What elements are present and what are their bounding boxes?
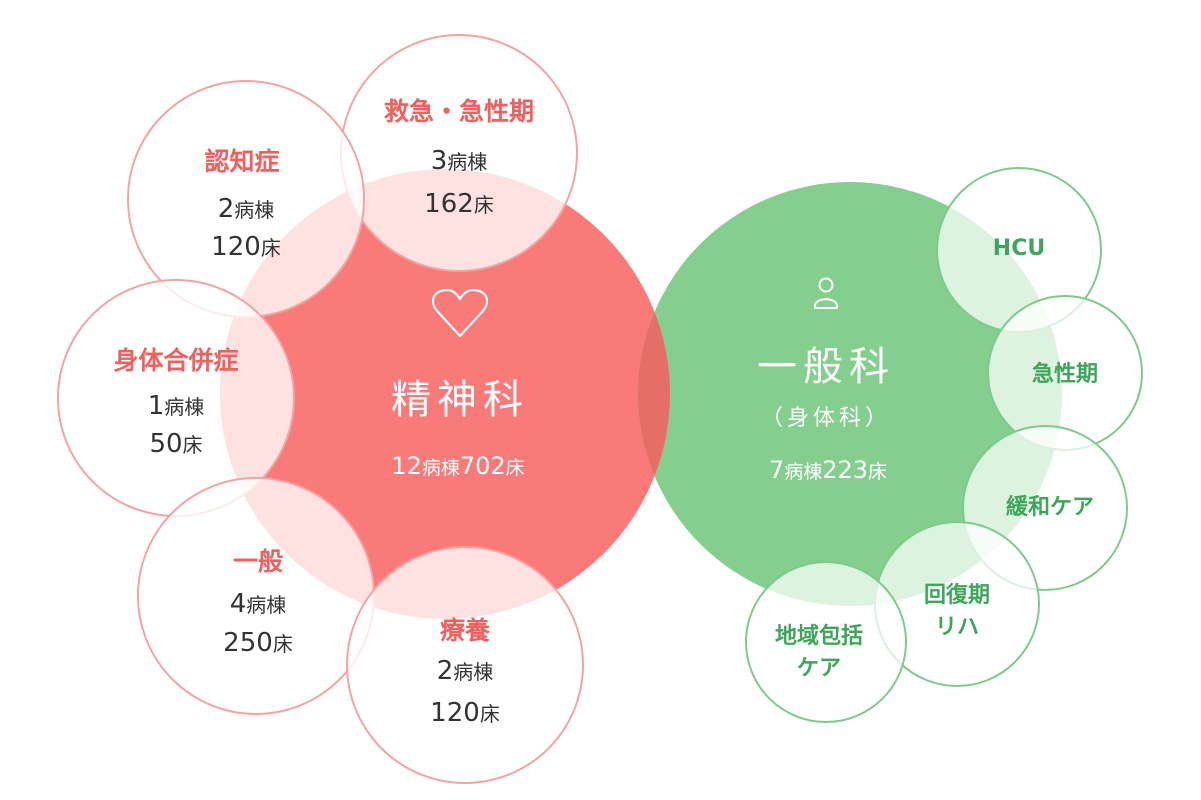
general-stats: 7病棟223床: [769, 456, 887, 484]
unit-beds-unit: 床: [473, 193, 494, 217]
unit-beds-value: 120: [430, 698, 480, 728]
unit-beds: 250床: [223, 628, 293, 658]
unit-wards-value: 3: [430, 146, 448, 176]
general-beds-unit: 床: [868, 461, 888, 483]
general-subtitle: （身体科）: [760, 406, 892, 431]
unit-wards-unit: 病棟: [234, 198, 275, 222]
unit-beds-value: 50: [149, 429, 183, 459]
unit-wards-value: 2: [217, 194, 235, 224]
person-icon: [814, 277, 838, 309]
unit-title: 救急・急性期: [383, 97, 535, 126]
gen-unit-label: HCU: [993, 233, 1045, 265]
unit-wards: 4病棟: [230, 589, 287, 619]
unit-wards: 2病棟: [218, 194, 275, 224]
gen-unit-line1: 急性期: [1031, 362, 1099, 387]
unit-wards-unit: 病棟: [164, 395, 205, 419]
psychiatry-title: 精神科: [391, 377, 529, 423]
sat-circle-community: [745, 561, 907, 723]
gen-unit-label: 回復期リハ: [924, 580, 990, 644]
unit-title: 一般: [232, 547, 284, 576]
psychiatry-beds: 702: [459, 452, 506, 480]
unit-beds-unit: 床: [272, 632, 293, 656]
general-satellites: [745, 167, 1143, 723]
unit-beds-unit: 床: [479, 702, 500, 726]
unit-wards: 1病棟: [148, 391, 205, 421]
unit-wards-unit: 病棟: [453, 660, 494, 684]
unit-beds-unit: 床: [260, 236, 281, 260]
unit-beds: 50床: [149, 429, 202, 459]
psychiatry-stats: 12病棟702床: [391, 452, 524, 480]
unit-beds: 120床: [211, 232, 281, 262]
gen-unit-line1: 回復期: [923, 583, 991, 608]
unit-wards-value: 1: [147, 391, 165, 421]
gen-unit-label: 地域包括ケア: [775, 621, 863, 685]
unit-title: 身体合併症: [113, 346, 239, 375]
gen-unit-line1: 地域包括: [774, 624, 864, 649]
unit-beds-value: 120: [211, 232, 261, 262]
unit-wards: 3病棟: [431, 146, 488, 176]
unit-beds: 162床: [424, 189, 494, 219]
psychiatry-wards: 12: [391, 452, 422, 480]
psychiatry-wards-unit: 病棟: [421, 457, 460, 479]
unit-wards-unit: 病棟: [246, 593, 287, 617]
psychiatry-beds-unit: 床: [505, 457, 525, 479]
gen-unit-line2: ケア: [796, 656, 842, 681]
general-beds: 223: [822, 456, 869, 484]
gen-unit-label: 緩和ケア: [1006, 492, 1094, 524]
unit-wards-value: 4: [229, 589, 247, 619]
unit-wards-value: 2: [436, 656, 454, 686]
general-wards-unit: 病棟: [784, 461, 823, 483]
heart-icon: [431, 288, 489, 338]
general-wards: 7: [768, 456, 785, 484]
gen-unit-line1: 緩和ケア: [1005, 495, 1095, 520]
unit-wards: 2病棟: [437, 656, 494, 686]
unit-beds-unit: 床: [182, 433, 203, 457]
gen-unit-label: 急性期: [1032, 359, 1098, 391]
unit-beds-value: 162: [424, 189, 474, 219]
gen-unit-line1: HCU: [992, 236, 1046, 261]
unit-beds-value: 250: [223, 628, 273, 658]
unit-wards-unit: 病棟: [447, 150, 488, 174]
general-title: 一般科: [757, 344, 895, 390]
unit-beds: 120床: [430, 698, 500, 728]
unit-title: 認知症: [204, 147, 280, 176]
unit-title: 療養: [439, 616, 491, 645]
gen-unit-line2: リハ: [934, 615, 980, 640]
sat-circle-longterm: [346, 546, 584, 784]
psych-satellites: [57, 34, 584, 784]
